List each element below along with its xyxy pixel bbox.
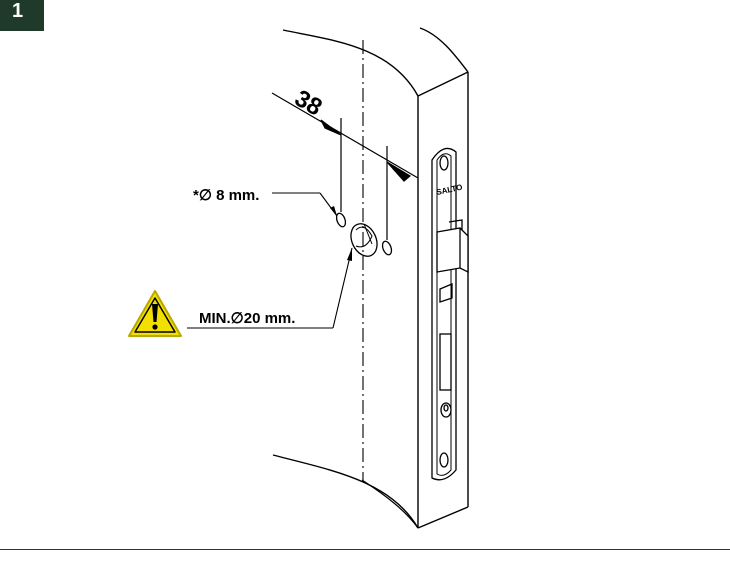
step-number-badge: 1: [0, 0, 44, 31]
callout-small-hole: *∅ 8 mm.: [193, 187, 338, 217]
deadbolt-slot: [439, 333, 452, 391]
door-bottom-thickness: [417, 506, 469, 529]
door-top-corner: [419, 27, 469, 73]
dimension-lines: [271, 92, 419, 240]
cylinder-hole: [440, 402, 452, 418]
small-hole-right: [381, 240, 393, 256]
top-screw-hole: [439, 155, 449, 171]
door-edge-top: [417, 71, 469, 97]
dimension-value: 38: [290, 85, 327, 122]
bottom-screw-hole: [439, 452, 449, 468]
door-bottom-edge: [272, 454, 419, 529]
callout-large-hole: MIN.∅20 mm.: [187, 247, 353, 329]
dimension-arrow-left: [320, 119, 342, 136]
warning-triangle-icon: [128, 290, 182, 337]
large-hole: [350, 223, 378, 257]
small-hole-left: [335, 212, 347, 228]
square-cutout: [439, 283, 453, 303]
latch-bolt: [436, 227, 469, 274]
bottom-rule: [0, 549, 730, 550]
lock-faceplate: [431, 147, 469, 481]
dimension-arrow-right: [386, 161, 412, 182]
drill-holes: [335, 212, 393, 257]
door-top-edge: [282, 29, 419, 97]
small-hole-label: *∅ 8 mm.: [193, 187, 259, 204]
door-outline: [272, 27, 469, 529]
step-number: 1: [12, 0, 24, 22]
large-hole-label: MIN.∅20 mm.: [199, 310, 295, 327]
door-bottom-back: [361, 479, 419, 529]
lock-brand-label: SALTO: [436, 183, 464, 197]
